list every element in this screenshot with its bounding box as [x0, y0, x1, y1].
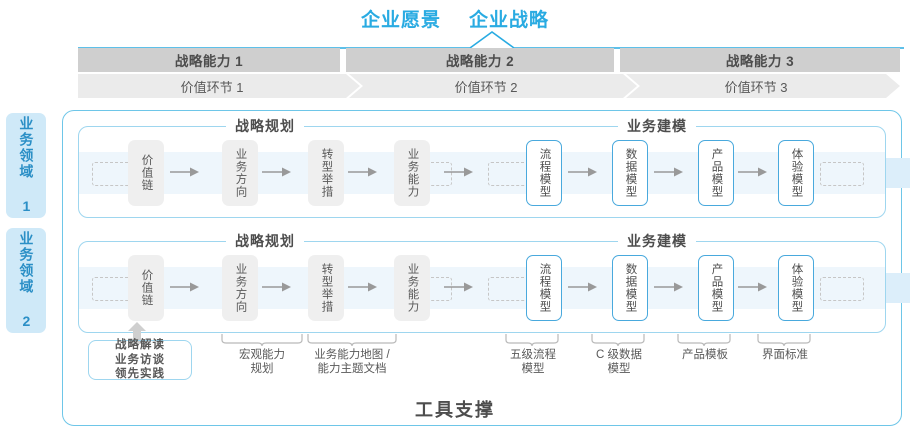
- annotation-product-template: 产品模板: [666, 348, 744, 362]
- lane-2-node-process-model-label: 流程模型: [538, 263, 551, 313]
- lane-2-node-process-model[interactable]: 流程模型: [526, 255, 562, 321]
- capability-cell-2: 战略能力 2: [346, 48, 614, 72]
- value-chain-row: 价值环节 1 价值环节 2 价值环节 3: [78, 74, 900, 98]
- lane-2-arrow-5: [568, 282, 597, 292]
- lane-1-node-process-model-label: 流程模型: [538, 148, 551, 198]
- annotation-capability-map-line-1: 业务能力地图 /: [314, 349, 390, 361]
- lane-1-node-value-chain-label: 价值链: [140, 154, 153, 192]
- lane-1-node-process-model[interactable]: 流程模型: [526, 140, 562, 206]
- tool-support-up-arrow-icon: [128, 322, 146, 344]
- annotation-interface-standard: 界面标准: [746, 348, 824, 362]
- capability-row: 战略能力 1 战略能力 2 战略能力 3: [78, 48, 900, 72]
- annotation-tool-box-line-3: 领先实践: [115, 368, 165, 381]
- lane-2-arrow-3: [348, 282, 377, 292]
- lane-1-node-business-capability[interactable]: 业务能力: [394, 140, 430, 206]
- lane-1-arrow-7: [738, 167, 767, 177]
- lane-1-node-business-direction-label: 业务方向: [234, 148, 247, 198]
- annotation-macro-capability: 宏观能力 规划: [212, 348, 312, 377]
- value-cell-1-label: 价值环节 1: [180, 79, 244, 95]
- lane-1-node-data-model[interactable]: 数据模型: [612, 140, 648, 206]
- lane-2-section-modeling-title: 业务建模: [618, 233, 696, 250]
- annotation-data-model: C 级数据 模型: [580, 348, 658, 377]
- lane-1-arrow-2: [262, 167, 291, 177]
- lane-1-node-value-chain[interactable]: 价值链: [128, 140, 164, 206]
- lane-1-arrow-3: [348, 167, 377, 177]
- tool-support-label: 工具支撑: [415, 400, 495, 420]
- lane-2-arrow-1: [170, 282, 199, 292]
- lane-1-node-transformation-measures-label: 转型举措: [320, 148, 333, 198]
- lane-1-node-product-model-label: 产品模型: [710, 148, 723, 198]
- annotation-capability-map: 业务能力地图 / 能力主题文档: [296, 348, 408, 377]
- annotation-capability-map-line-2: 能力主题文档: [317, 363, 387, 376]
- lane-1-node-business-capability-label: 业务能力: [406, 148, 419, 198]
- lane-2-node-experience-model[interactable]: 体验模型: [778, 255, 814, 321]
- annotation-process-model: 五级流程 模型: [494, 348, 572, 377]
- annotation-data-model-line-2: 模型: [607, 363, 631, 376]
- lane-1-section-strategy-title: 战略规划: [226, 118, 304, 135]
- value-cell-2-label: 价值环节 2: [454, 79, 518, 95]
- lane-2-arrow-2: [262, 282, 291, 292]
- annotation-tool-box-line-2: 业务访谈: [115, 353, 165, 366]
- title-enterprise-vision: 企业愿景: [360, 9, 441, 31]
- lane-2-node-transformation-measures-label: 转型举措: [320, 263, 333, 313]
- lane-1-band: [79, 152, 885, 194]
- sidebar-item-domain-1[interactable]: 业务领域 1: [6, 113, 46, 218]
- domain-1-label: 业务领域 1: [18, 115, 35, 216]
- lane-1-node-product-model[interactable]: 产品模型: [698, 140, 734, 206]
- value-cell-3: 价值环节 3: [626, 74, 900, 98]
- lane-domain-1: 战略规划 业务建模 价值链 业务方向 转型举措 业务能力 流程模型 数据模型 产…: [78, 118, 910, 218]
- annotation-process-model-line-1: 五级流程: [510, 349, 556, 361]
- lane-2-section-strategy-title: 战略规划: [226, 233, 304, 250]
- annotation-process-model-line-2: 模型: [521, 363, 545, 376]
- value-cell-2: 价值环节 2: [349, 74, 637, 98]
- lane-2-arrow-4: [444, 282, 473, 292]
- annotation-interface-standard-line-1: 界面标准: [762, 349, 808, 361]
- lane-2-node-data-model[interactable]: 数据模型: [612, 255, 648, 321]
- lane-1-placeholder-end: [820, 162, 864, 186]
- domain-2-label: 业务领域 2: [18, 230, 35, 331]
- annotation-tool-box-line-1: 战略解读: [115, 338, 165, 351]
- lane-1-arrow-6: [654, 167, 683, 177]
- value-cell-3-label: 价值环节 3: [724, 79, 788, 95]
- capability-cell-1: 战略能力 1: [78, 48, 340, 72]
- lane-2-node-data-model-label: 数据模型: [624, 263, 637, 313]
- lane-2-node-business-capability-label: 业务能力: [406, 263, 419, 313]
- lane-2-node-value-chain[interactable]: 价值链: [128, 255, 164, 321]
- capability-cell-3: 战略能力 3: [620, 48, 900, 72]
- header-titles: 企业愿景 企业战略: [0, 4, 910, 32]
- sidebar-item-domain-2[interactable]: 业务领域 2: [6, 228, 46, 333]
- lane-1-node-business-direction[interactable]: 业务方向: [222, 140, 258, 206]
- lane-1-arrow-1: [170, 167, 199, 177]
- annotation-tool-box[interactable]: 战略解读 业务访谈 领先实践: [88, 338, 192, 381]
- lane-2-node-business-capability[interactable]: 业务能力: [394, 255, 430, 321]
- lane-1-node-experience-model-label: 体验模型: [790, 148, 803, 198]
- lane-2-node-business-direction-label: 业务方向: [234, 263, 247, 313]
- lane-2-arrow-6: [654, 282, 683, 292]
- lane-1-node-data-model-label: 数据模型: [624, 148, 637, 198]
- lane-2-node-value-chain-label: 价值链: [140, 269, 153, 307]
- annotation-product-template-line-1: 产品模板: [682, 349, 728, 361]
- annotation-macro-capability-line-1: 宏观能力: [239, 349, 285, 361]
- tool-support-frame: [62, 110, 902, 426]
- annotation-macro-capability-line-2: 规划: [250, 363, 274, 376]
- lane-1-arrow-4: [444, 167, 473, 177]
- lane-2-band: [79, 267, 885, 309]
- lane-2-node-business-direction[interactable]: 业务方向: [222, 255, 258, 321]
- lane-1-arrow-5: [568, 167, 597, 177]
- lane-2-node-experience-model-label: 体验模型: [790, 263, 803, 313]
- lane-2-placeholder-end: [820, 277, 864, 301]
- lane-2-node-transformation-measures[interactable]: 转型举措: [308, 255, 344, 321]
- lane-1-node-transformation-measures[interactable]: 转型举措: [308, 140, 344, 206]
- annotation-brackets: [221, 334, 811, 347]
- lane-1-section-modeling-title: 业务建模: [618, 118, 696, 135]
- lane-domain-2: 战略规划 业务建模 价值链 业务方向 转型举措 业务能力 流程模型 数据模型 产…: [78, 233, 910, 333]
- value-cell-1: 价值环节 1: [78, 74, 360, 98]
- annotation-data-model-line-1: C 级数据: [596, 349, 642, 361]
- title-enterprise-strategy: 企业战略: [469, 9, 550, 31]
- lane-2-arrow-7: [738, 282, 767, 292]
- lane-2-node-product-model[interactable]: 产品模型: [698, 255, 734, 321]
- lane-2-node-product-model-label: 产品模型: [710, 263, 723, 313]
- lane-1-node-experience-model[interactable]: 体验模型: [778, 140, 814, 206]
